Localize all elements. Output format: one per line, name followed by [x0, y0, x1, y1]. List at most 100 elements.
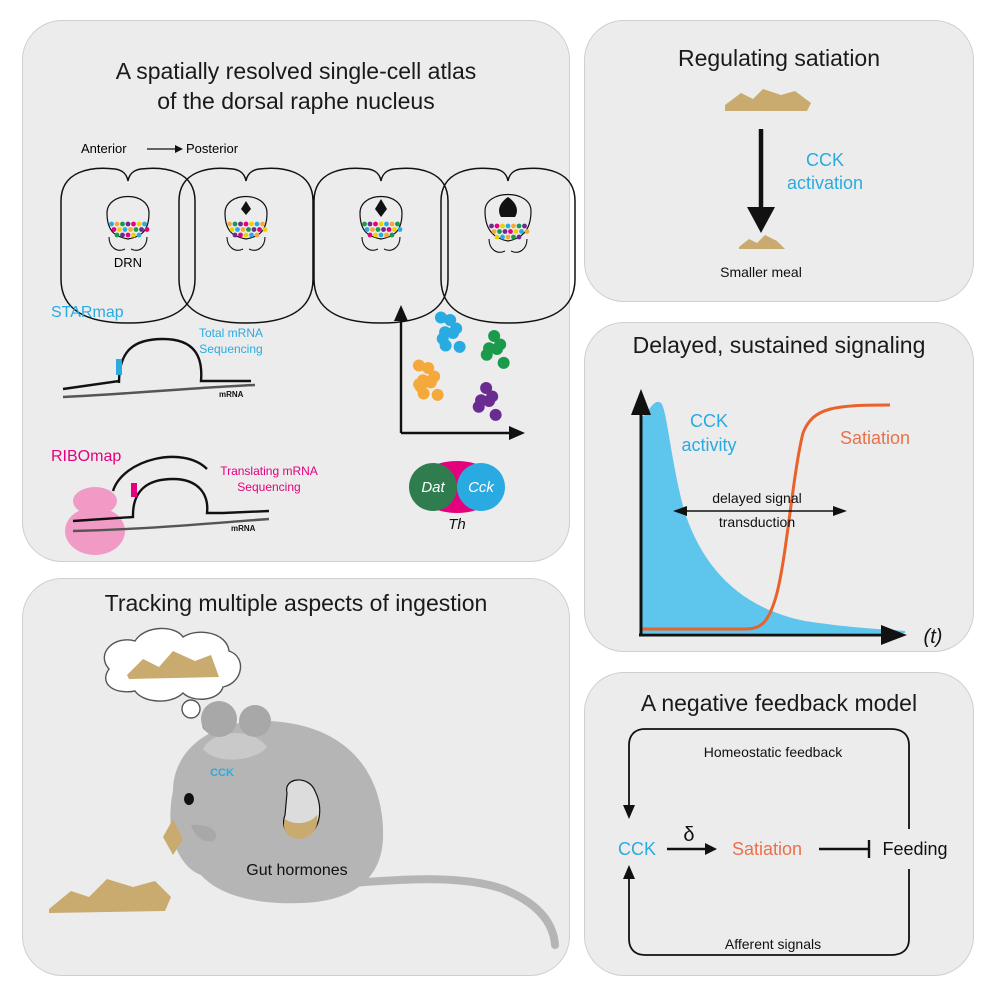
- brain-cck-label: CCK: [210, 767, 234, 779]
- cluster-dot: [497, 356, 510, 369]
- drn-cell-dot: [240, 227, 246, 232]
- cluster-dot: [480, 382, 493, 395]
- afferent-loop-arrowhead: [623, 865, 635, 879]
- cluster-dot: [489, 408, 502, 421]
- drn-cell-dot: [128, 227, 133, 232]
- signaling-title: Delayed, sustained signaling: [632, 332, 926, 358]
- drn-cell-dot: [497, 229, 502, 234]
- signaling-plot: (t) CCK activity Satiation delayed signa…: [631, 389, 943, 648]
- drn-cell-dot: [131, 221, 136, 227]
- brain-section-1: [60, 167, 196, 324]
- drn-cell-dot: [508, 229, 513, 234]
- starmap-desc-line1: Total mRNA: [199, 326, 263, 340]
- feedback-satiation-label: Satiation: [732, 839, 802, 859]
- ribomap-desc-line2: Sequencing: [237, 480, 300, 494]
- cck-activation-line1: CCK: [806, 150, 844, 170]
- drn-cell-dot: [389, 221, 395, 227]
- drn-cell-dot: [373, 232, 378, 238]
- drn-cell-dot: [491, 229, 497, 234]
- venn-th-label: Th: [448, 516, 466, 533]
- homeostatic-feedback-label: Homeostatic feedback: [704, 744, 844, 760]
- ap-axis-arrowhead: [175, 145, 183, 153]
- drn-cell-dot: [395, 221, 400, 227]
- satiation-arrow-head: [747, 207, 775, 233]
- delay-arrow-left-head: [673, 506, 687, 516]
- drn-cell-dot: [120, 221, 125, 227]
- atlas-panel: A spatially resolved single-cell atlas o…: [22, 20, 576, 562]
- drn-cell-dot: [262, 227, 268, 232]
- cluster-dot: [424, 376, 437, 389]
- food-pile-large-icon: [725, 89, 811, 111]
- cck-to-satiation-arrowhead: [705, 843, 717, 855]
- drn-cell-dot: [511, 223, 516, 229]
- food-pile-small-icon: [739, 235, 785, 249]
- anterior-label: Anterior: [81, 141, 127, 156]
- drn-cell-dot: [122, 227, 128, 232]
- drn-cell-dot: [524, 229, 530, 234]
- delay-label-line1: delayed signal: [712, 490, 802, 506]
- drn-cell-dot: [117, 227, 122, 232]
- ribomap-desc-line1: Translating mRNA: [220, 464, 318, 478]
- homeostatic-loop-arrowhead: [623, 805, 635, 819]
- drn-cell-dot: [232, 221, 238, 227]
- drn-cell-dot: [378, 232, 384, 238]
- drn-cell-dot: [260, 221, 265, 227]
- cluster-dot: [488, 330, 501, 343]
- drn-cell-dot: [381, 227, 386, 232]
- feedback-diagram: Homeostatic feedback CCK δ Satiation Fee…: [618, 728, 948, 956]
- ribomap-label: RIBOmap: [51, 448, 121, 465]
- drn-cell-dot: [229, 227, 235, 232]
- drn-cell-dot: [389, 232, 395, 238]
- drn-cell-dot: [519, 229, 524, 234]
- drn-cell-dot: [133, 227, 139, 232]
- drn-cell-dot: [494, 223, 500, 229]
- brain-section-2: [178, 167, 314, 324]
- ingestion-title: Tracking multiple aspects of ingestion: [104, 590, 488, 616]
- drn-cell-dot: [373, 221, 378, 227]
- drn-cell-dot: [114, 221, 120, 227]
- satiation-curve-label: Satiation: [840, 428, 910, 448]
- drn-cell-dot: [120, 232, 125, 238]
- cluster-dot: [453, 340, 466, 353]
- feedback-panel: A negative feedback model Homeostatic fe…: [584, 672, 974, 976]
- drn-cell-dot: [227, 221, 232, 227]
- starmap-probe-diagram: [62, 337, 256, 399]
- drn-cell-dot: [511, 234, 516, 240]
- ribomap-probe-diagram: [72, 455, 270, 533]
- time-axis-label: (t): [924, 626, 943, 648]
- drn-cell-dot: [139, 227, 144, 232]
- drn-cell-dot: [500, 223, 505, 229]
- drn-cell-dots: [109, 221, 530, 240]
- drn-cell-dot: [392, 227, 397, 232]
- cluster-plot: [394, 305, 525, 440]
- gut-hormones-label: Gut hormones: [246, 862, 347, 879]
- drn-cell-dot: [232, 232, 238, 238]
- drn-cell-dot: [142, 221, 147, 227]
- food-pile-floor-icon: [49, 879, 171, 913]
- drn-cell-dot: [257, 227, 262, 232]
- cluster-dot: [483, 342, 496, 355]
- drn-cell-dot: [378, 221, 384, 227]
- afferent-loop: [628, 869, 910, 956]
- starmap-label: STARmap: [51, 304, 124, 321]
- drn-label: DRN: [114, 255, 142, 270]
- homeostatic-loop: [628, 728, 910, 829]
- cluster-dot: [450, 322, 463, 335]
- drn-cell-dot: [375, 227, 381, 232]
- atlas-diagram: Anterior Posterior DRN: [51, 141, 576, 555]
- cck-activity-line1: CCK: [690, 411, 728, 431]
- mouse-illustration: [163, 701, 559, 949]
- venn-cck-label: Cck: [468, 479, 495, 496]
- drn-cell-dot: [243, 232, 249, 238]
- smaller-meal-label: Smaller meal: [720, 264, 802, 280]
- drn-cell-dot: [500, 234, 505, 240]
- drn-cell-dot: [109, 221, 114, 227]
- drn-cell-dot: [251, 227, 257, 232]
- drn-cell-dot: [125, 232, 131, 238]
- cluster-dot: [413, 378, 426, 391]
- x-axis-arrowhead: [881, 625, 907, 645]
- venn-dat-label: Dat: [421, 479, 445, 496]
- cluster-dot: [444, 314, 457, 327]
- drn-cell-dot: [254, 232, 260, 238]
- ingestion-panel: Tracking multiple aspects of ingestion C…: [22, 578, 570, 976]
